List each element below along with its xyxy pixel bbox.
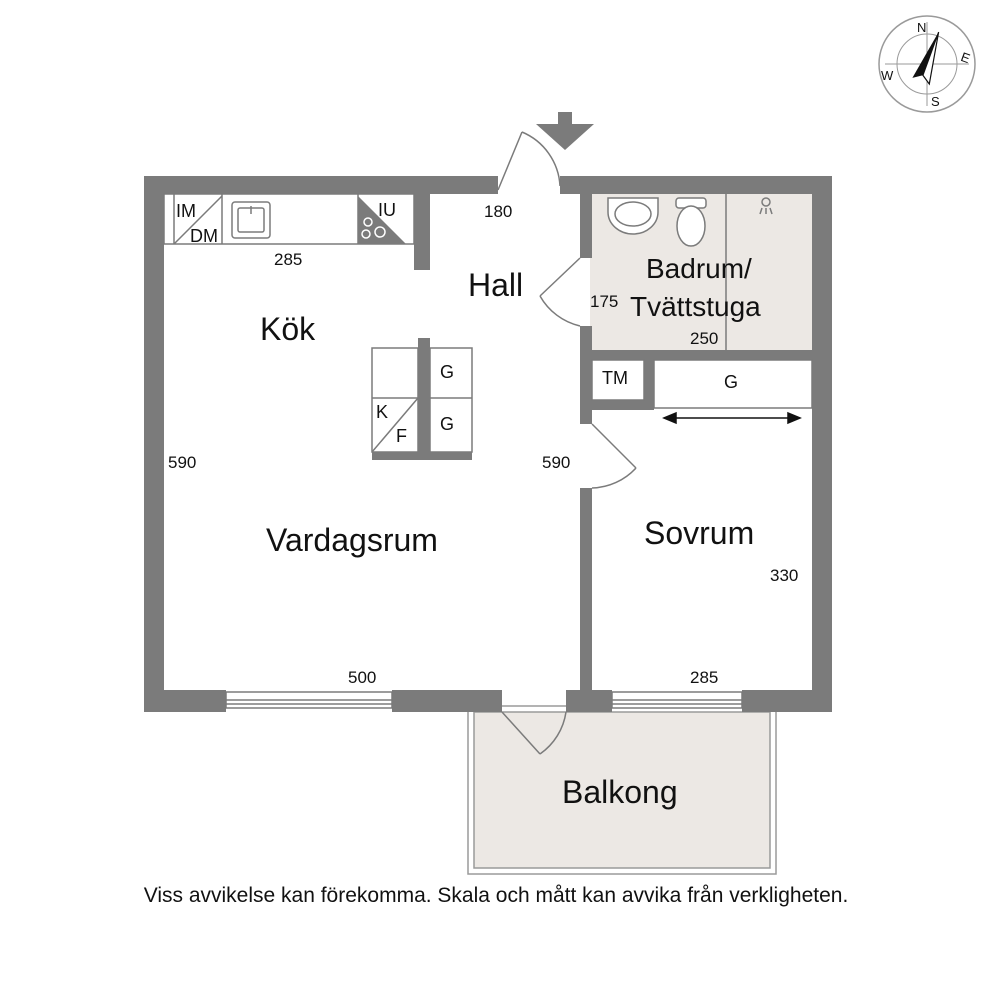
dim-kitchen-width: 285 bbox=[274, 250, 302, 269]
room-sovrum: Sovrum bbox=[644, 515, 754, 551]
balcony-floor bbox=[473, 711, 771, 869]
room-hall: Hall bbox=[468, 267, 523, 303]
dim-bath-width: 250 bbox=[690, 329, 718, 348]
compass-n: N bbox=[917, 20, 926, 35]
compass-w: W bbox=[881, 68, 894, 83]
disclaimer-text: Viss avvikelse kan förekomma. Skala och … bbox=[143, 884, 849, 907]
room-badrum-line1: Badrum/ bbox=[646, 253, 752, 284]
washbasin-icon bbox=[607, 197, 659, 235]
shower-icon bbox=[761, 197, 771, 207]
dim-living-width: 500 bbox=[348, 668, 376, 687]
label-dm: DM bbox=[190, 226, 218, 246]
dim-hall-width: 180 bbox=[484, 202, 512, 221]
label-wardrobe: G bbox=[724, 372, 738, 392]
dim-living-height-left: 590 bbox=[168, 453, 196, 472]
entrance-arrow-icon bbox=[536, 112, 594, 150]
wardrobe bbox=[653, 359, 813, 409]
windows bbox=[225, 691, 743, 709]
room-vardagsrum: Vardagsrum bbox=[266, 522, 438, 558]
compass-s: S bbox=[931, 94, 940, 109]
label-iu: IU bbox=[378, 200, 396, 220]
label-tm: TM bbox=[602, 368, 628, 388]
stove-burners bbox=[361, 217, 386, 239]
room-badrum-line2: Tvättstuga bbox=[630, 291, 761, 322]
bathroom-fixtures bbox=[607, 194, 773, 350]
sink-icon bbox=[231, 201, 271, 239]
label-k: K bbox=[376, 402, 388, 422]
doors bbox=[497, 131, 637, 755]
dim-bath-height: 175 bbox=[590, 292, 618, 311]
tm-cabinet bbox=[591, 359, 645, 401]
label-g-upper: G bbox=[440, 362, 454, 382]
room-kok: Kök bbox=[260, 311, 316, 347]
dim-bedroom-height: 330 bbox=[770, 566, 798, 585]
wardrobe-slide-arrow-icon bbox=[662, 411, 802, 425]
label-g-lower: G bbox=[440, 414, 454, 434]
dim-bedroom-width: 285 bbox=[690, 668, 718, 687]
walls bbox=[144, 176, 832, 712]
dim-living-height-right: 590 bbox=[542, 453, 570, 472]
compass-icon: N E S W bbox=[878, 15, 976, 113]
label-im: IM bbox=[176, 201, 196, 221]
room-balkong: Balkong bbox=[562, 774, 678, 810]
label-f: F bbox=[396, 426, 407, 446]
